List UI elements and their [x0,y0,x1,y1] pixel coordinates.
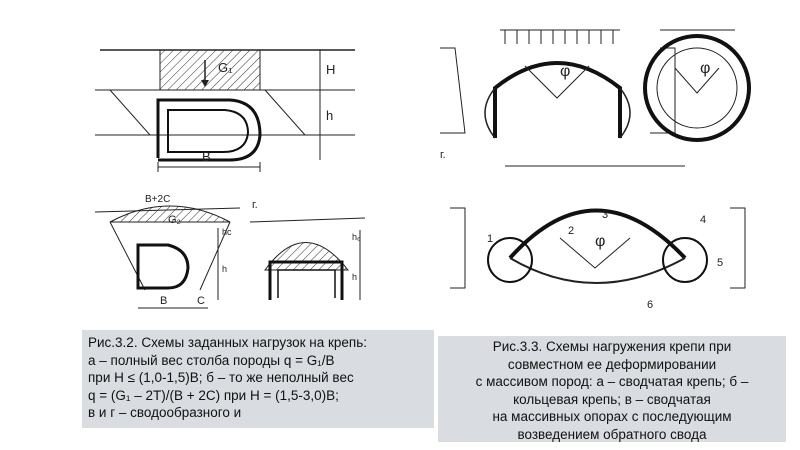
label-H: H [326,62,335,77]
scheme-full-weight: G₁ H h B [95,49,355,172]
label-C: C [197,295,205,307]
label-g: г. [252,199,258,211]
label-1: 1 [487,233,493,245]
rock-load-schemes-figure: G₁ H h B B+2C G₂ hc h B C г. h₆ h [94,49,366,309]
label-hb: h₆ [352,232,361,242]
caption-line: возведением обратного свода [517,426,707,442]
arch-zone-hatched [264,242,350,271]
label-6: 6 [647,299,653,311]
caption-line: с массивом пород: а – сводчатая крепь; б… [475,374,749,389]
label-G2: G₂ [168,214,181,226]
label-phi-v: φ [595,233,605,250]
label-h-b: h [222,264,227,274]
caption-line: совместном ее деформировании [507,356,717,372]
caption-line: кольцевая крепь; в – сводчатая [513,391,711,407]
scheme-arch-support: φ [440,29,676,139]
label-4: 4 [700,214,706,226]
caption-fig-3-3: Рис.3.3. Схемы нагружения крепи при совм… [438,336,786,442]
caption-fig-3-2: Рис.3.2. Схемы заданных нагрузок на креп… [82,330,434,428]
label-3: 3 [602,209,608,221]
caption-line: в и г – сводообразного и [88,405,242,420]
caption-line: на массивных опорах с последующим [492,409,732,424]
scheme-partial-weight: B+2C G₂ hc h B C [94,194,241,309]
label-B: B [202,149,211,164]
scheme-ring-support: φ [643,29,751,142]
label-2: 2 [568,225,574,237]
right-massive-support [662,237,708,283]
label-B-b: B [160,295,167,307]
label-phi-a: φ [560,63,570,80]
caption-line: при H ≤ (1,0-1,5)B; б – то же неполный в… [88,370,354,385]
caption-line: q = (G₁ – 2T)/(B + 2C) при H = (1,5-3,0)… [88,387,339,403]
caption-line: а – полный вес столба породы q = G₁/B [88,352,335,368]
caption-line: Рис.3.3. Схемы нагружения крепи при [492,339,732,354]
label-h: h [326,108,333,123]
caption-line: Рис.3.2. Схемы заданных нагрузок на креп… [88,335,368,350]
label-G1: G₁ [218,60,233,75]
label-g-right: г. [440,149,446,161]
left-massive-support [487,237,533,283]
label-B-plus-2C: B+2C [145,194,170,205]
label-hc: hc [222,227,232,237]
scheme-arch-formation: г. h₆ h [249,199,366,300]
label-phi-b: φ [700,60,710,77]
label-h-g: h [352,272,357,282]
label-5: 5 [717,257,723,269]
scheme-arch-on-supports: г. φ 1 2 3 4 5 6 [440,149,746,311]
support-outline [156,98,262,162]
ring-support [643,34,751,142]
support-loading-schemes-figure: φ φ г. φ 1 2 3 4 5 6 [440,29,751,311]
rock-column-hatched [159,49,261,91]
arch-hatched [109,205,231,223]
